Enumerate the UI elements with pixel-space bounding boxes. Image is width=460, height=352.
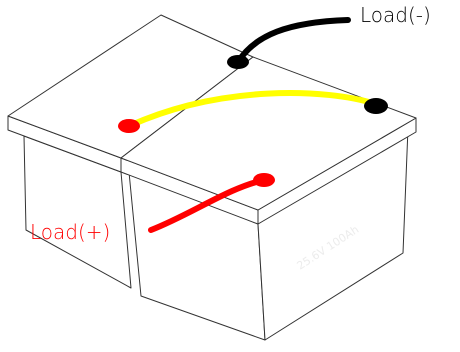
right-battery-positive-terminal	[253, 173, 275, 187]
load-negative-label: Load(-)	[360, 3, 431, 27]
left-battery-positive-terminal	[118, 119, 140, 133]
left-battery-negative-terminal	[227, 55, 249, 69]
negative-load-wire	[235, 17, 351, 65]
positive-load-wire	[148, 177, 267, 233]
right-battery-negative-terminal	[364, 98, 388, 114]
left-battery	[7, 14, 254, 289]
series-link-wire	[126, 90, 379, 129]
load-positive-label: Load(+)	[30, 220, 110, 244]
